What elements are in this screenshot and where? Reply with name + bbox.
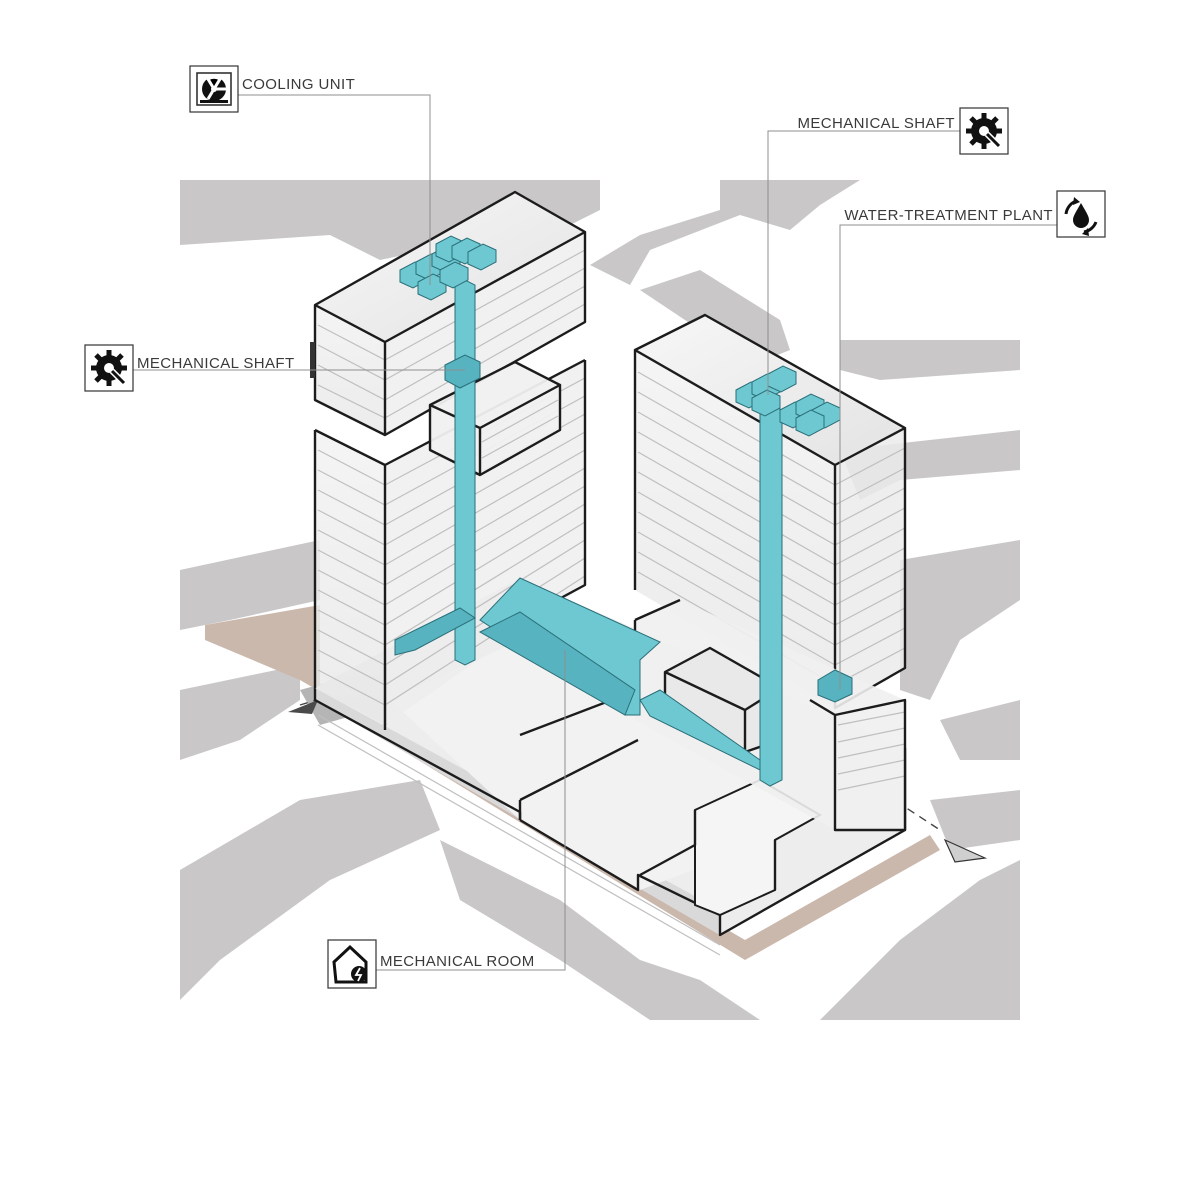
label-mechanical-room: MECHANICAL ROOM bbox=[380, 953, 535, 970]
label-cooling-unit: COOLING UNIT bbox=[242, 76, 355, 93]
label-mechanical-shaft-left: MECHANICAL SHAFT bbox=[137, 355, 295, 372]
label-mechanical-shaft-right: MECHANICAL SHAFT bbox=[797, 115, 955, 132]
road-lower-left bbox=[180, 665, 300, 760]
right-mechanical-shaft bbox=[759, 403, 783, 787]
callout-water-treatment-plant: WATER-TREATMENT PLANT bbox=[844, 190, 1106, 238]
callout-mechanical-shaft-right: MECHANICAL SHAFT bbox=[797, 107, 1009, 155]
callout-cooling-unit: COOLING UNIT bbox=[189, 65, 355, 113]
house-power-icon bbox=[332, 944, 368, 984]
entry-arrow-right bbox=[943, 838, 988, 863]
site-plot bbox=[205, 605, 940, 960]
label-water-treatment-plant: WATER-TREATMENT PLANT bbox=[844, 207, 1053, 224]
road-bottom bbox=[440, 840, 760, 1020]
radiation-fan-icon bbox=[196, 72, 232, 106]
road-right-lower bbox=[900, 540, 1020, 700]
callout-mechanical-shaft-left: MECHANICAL SHAFT bbox=[84, 344, 295, 392]
road-bottom-right bbox=[820, 860, 1020, 1020]
callout-mechanical-room: MECHANICAL ROOM bbox=[327, 939, 535, 989]
leader-lines bbox=[133, 94, 1057, 971]
road-left bbox=[180, 540, 320, 630]
road-far-left bbox=[180, 780, 440, 1000]
road-upper bbox=[180, 180, 600, 260]
left-mechanical-shaft bbox=[454, 279, 476, 666]
road-right-band bbox=[840, 340, 1020, 380]
cooling-unit-cluster-left bbox=[399, 235, 497, 301]
road-right-corner bbox=[930, 790, 1020, 850]
entry-arrow-left bbox=[288, 700, 318, 714]
road-right-edge bbox=[940, 700, 1020, 760]
gear-wrench-icon bbox=[966, 113, 1002, 149]
mechanical-services bbox=[394, 235, 853, 787]
road-upper-right bbox=[590, 180, 860, 285]
cooling-unit-cluster-right bbox=[735, 365, 841, 437]
gear-wrench-icon bbox=[91, 350, 127, 386]
water-treatment-box bbox=[817, 669, 853, 703]
water-recycle-icon bbox=[1064, 197, 1098, 236]
